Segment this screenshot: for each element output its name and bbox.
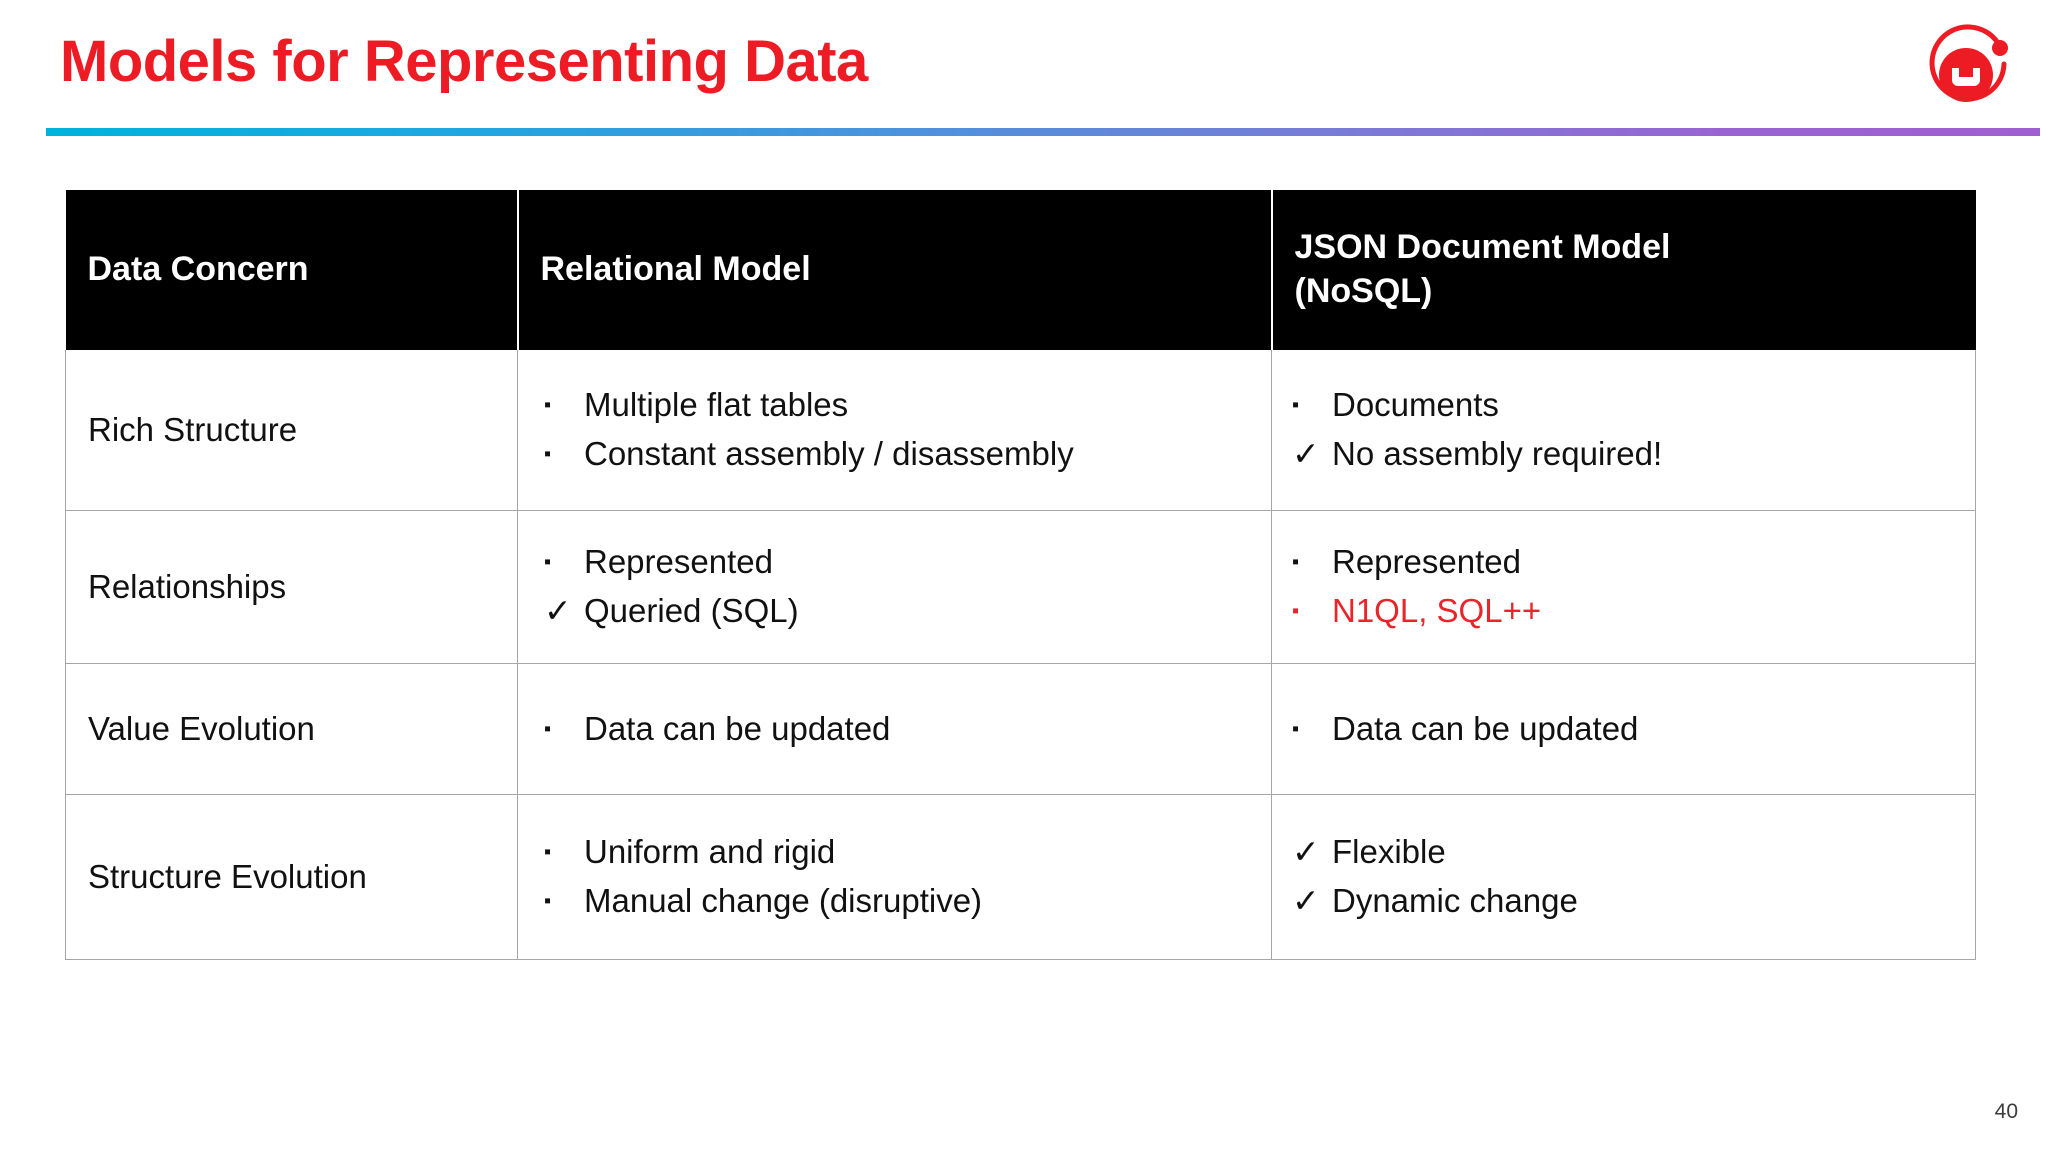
table-header-row: Data Concern Relational Model JSON Docum… [65,190,1976,350]
square-bullet-icon: ▪ [544,551,552,574]
table-row: Value Evolution ▪ Data can be updated ▪ … [65,663,1976,795]
table-row: Rich Structure ▪ Multiple flat tables ▪ … [65,350,1976,511]
list-item-label: Data can be updated [1332,709,1639,747]
list-item: ▪ Represented [1292,538,1961,587]
list-item-highlighted: ▪ N1QL, SQL++ [1292,587,1961,636]
bullet-list: ▪ Data can be updated [518,689,1271,770]
cell-json: ▪ Data can be updated [1271,663,1976,795]
square-bullet-icon: ▪ [544,841,552,864]
slide-header: Models for Representing Data [0,0,2048,150]
cell-json: ✓ Flexible ✓ Dynamic change [1271,794,1976,960]
list-item: ▪ Multiple flat tables [544,381,1257,430]
column-header-json-line1: JSON Document Model [1294,228,1671,267]
column-header-data-concern: Data Concern [65,190,518,350]
list-item-label: Represented [584,543,773,581]
cell-data-concern: Structure Evolution [65,794,518,960]
list-item-label: Multiple flat tables [584,386,849,424]
table-body: Rich Structure ▪ Multiple flat tables ▪ … [65,350,1976,960]
bullet-list: ▪ Uniform and rigid ▪ Manual change (dis… [518,812,1271,942]
cell-data-concern: Rich Structure [65,350,518,511]
list-item-label: Represented [1332,543,1521,581]
cell-relational: ▪ Represented ✓ Queried (SQL) [517,510,1272,664]
concern-label: Rich Structure [88,411,298,449]
check-bullet-icon: ✓ [1292,882,1320,919]
bullet-list: ▪ Documents ✓ No assembly required! [1272,365,1975,495]
list-item-label: No assembly required! [1332,435,1663,472]
bullet-list: ▪ Represented ✓ Queried (SQL) [518,522,1271,652]
cell-relational: ▪ Uniform and rigid ▪ Manual change (dis… [517,794,1272,960]
bullet-list: ▪ Data can be updated [1272,689,1975,770]
cell-data-concern: Relationships [65,510,518,664]
table-row: Relationships ▪ Represented ✓ Queried (S… [65,510,1976,664]
concern-label: Structure Evolution [88,858,367,896]
list-item: ✓ No assembly required! [1292,430,1961,479]
column-header-json-document-model: JSON Document Model (NoSQL) [1270,190,1976,350]
check-bullet-icon: ✓ [1292,833,1320,871]
concern-label: Value Evolution [88,710,315,748]
bullet-list: ▪ Represented ▪ N1QL, SQL++ [1272,522,1975,652]
square-bullet-icon: ▪ [544,717,552,740]
list-item: ▪ Documents [1292,381,1961,430]
cell-json: ▪ Represented ▪ N1QL, SQL++ [1271,510,1976,664]
check-bullet-icon: ✓ [544,592,572,629]
square-bullet-icon: ▪ [1292,394,1300,417]
list-item: ▪ Constant assembly / disassembly [544,430,1257,479]
column-header-relational-model: Relational Model [516,190,1272,350]
cell-data-concern: Value Evolution [65,663,518,795]
list-item-label: Queried (SQL) [584,592,799,629]
list-item: ▪ Represented [544,538,1257,587]
list-item: ▪ Manual change (disruptive) [544,877,1257,926]
check-bullet-icon: ✓ [1292,435,1320,472]
list-item: ▪ Uniform and rigid [544,828,1257,877]
square-bullet-icon: ▪ [1292,551,1300,574]
couchbase-logo [1910,18,2022,126]
concern-label: Relationships [88,568,287,606]
cell-relational: ▪ Data can be updated [517,663,1272,795]
list-item-label: N1QL, SQL++ [1332,592,1542,629]
square-bullet-icon: ▪ [1292,717,1300,740]
list-item: ✓ Flexible [1292,828,1961,877]
page-number: 40 [1994,1100,2018,1123]
square-bullet-icon: ▪ [544,394,552,417]
list-item-label: Manual change (disruptive) [584,882,983,919]
table-row: Structure Evolution ▪ Uniform and rigid … [65,794,1976,960]
bullet-list: ▪ Multiple flat tables ▪ Constant assemb… [518,365,1271,495]
list-item-label: Dynamic change [1332,882,1578,919]
column-header-json-line2: (NoSQL) [1294,272,1433,310]
list-item-label: Data can be updated [584,709,891,747]
page-title: Models for Representing Data [60,29,868,94]
bullet-list: ✓ Flexible ✓ Dynamic change [1272,812,1975,942]
list-item: ▪ Data can be updated [1292,705,1961,754]
list-item: ✓ Queried (SQL) [544,587,1257,636]
list-item-label: Uniform and rigid [584,833,836,871]
square-bullet-icon: ▪ [544,890,552,912]
cell-relational: ▪ Multiple flat tables ▪ Constant assemb… [517,350,1272,511]
list-item: ▪ Data can be updated [544,705,1257,754]
title-underline-rule [46,128,2040,136]
list-item-label: Flexible [1332,833,1446,871]
cell-json: ▪ Documents ✓ No assembly required! [1271,350,1976,511]
list-item-label: Constant assembly / disassembly [584,435,1074,472]
list-item-label: Documents [1332,386,1499,424]
comparison-table: Data Concern Relational Model JSON Docum… [65,190,1976,960]
square-bullet-icon: ▪ [1292,600,1300,622]
square-bullet-icon: ▪ [544,443,552,465]
list-item: ✓ Dynamic change [1292,877,1961,926]
